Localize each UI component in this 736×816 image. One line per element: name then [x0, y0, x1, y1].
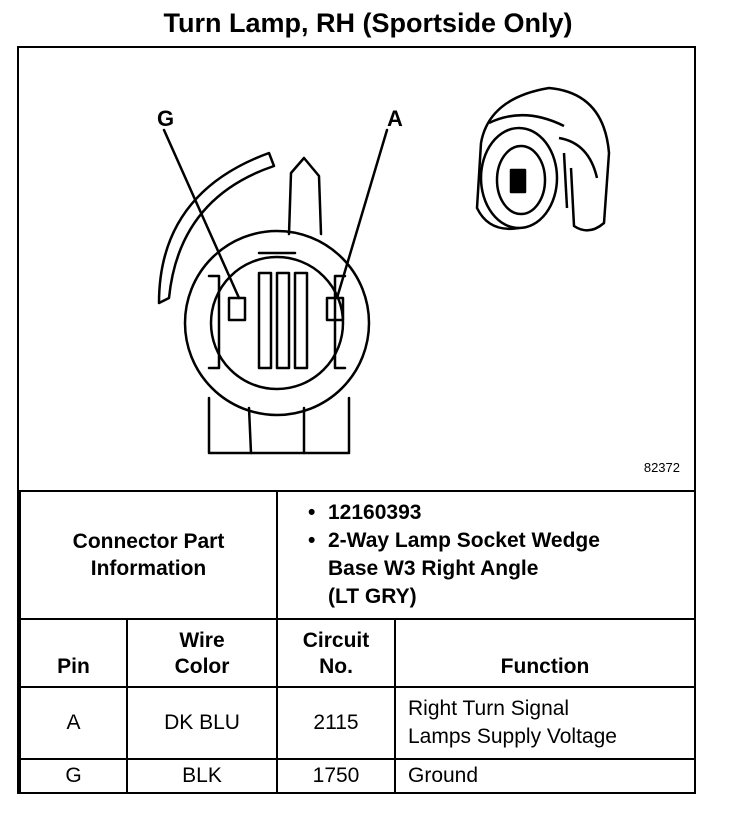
- pin-label-a: A: [387, 106, 403, 131]
- page-title: Turn Lamp, RH (Sportside Only): [163, 8, 573, 38]
- center-contact-2: [275, 271, 291, 370]
- center-contact-3: [293, 271, 309, 370]
- socket-isometric-view: [475, 86, 611, 232]
- table-row: A DK BLU 2115 Right Turn Signal Lamps Su…: [19, 686, 696, 760]
- connector-table: Connector Part Information 12160393 2-Wa…: [19, 490, 696, 794]
- terminal-g: [227, 296, 247, 322]
- locking-arm: [157, 151, 276, 305]
- pin-label-g: G: [157, 106, 174, 131]
- connector-description: 2-Way Lamp Socket Wedge Base W3 Right An…: [308, 527, 694, 611]
- connector-sheet: G A 82372 Connector Part Information: [17, 46, 696, 794]
- connector-outer-ring: [183, 229, 371, 417]
- header-function: Function: [394, 618, 696, 688]
- part-number: 12160393: [308, 499, 694, 527]
- connector-info-details: 12160393 2-Way Lamp Socket Wedge Base W3…: [276, 490, 696, 620]
- connector-latch: [287, 156, 323, 236]
- center-contact-1: [257, 271, 273, 370]
- figure-number: 82372: [643, 460, 680, 475]
- connector-inner-ring: [209, 255, 345, 391]
- connector-body: [207, 396, 351, 455]
- connector-diagram: G A: [157, 86, 611, 455]
- terminal-a: [325, 296, 345, 322]
- connector-info-label: Connector Part Information: [19, 490, 278, 620]
- table-row: G BLK 1750 Ground: [19, 758, 696, 794]
- header-pin: Pin: [19, 618, 128, 688]
